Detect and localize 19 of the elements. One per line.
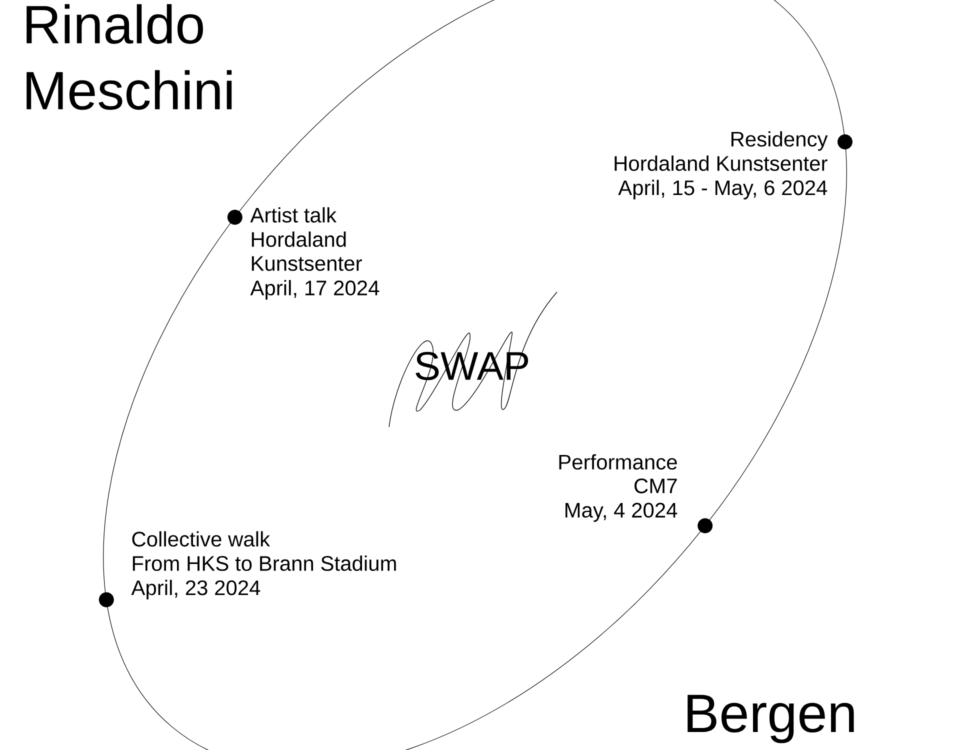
event-text: Collective walk <box>132 531 270 547</box>
person-name: Meschini <box>26 70 232 110</box>
event-dot <box>227 210 242 225</box>
event-text: Artist talk <box>250 207 337 223</box>
event-text: May, 4 2024 <box>566 502 678 522</box>
event-text: Performance <box>559 454 677 470</box>
event-dot <box>698 518 713 534</box>
event-text: April, 15 - May, 6 2024 <box>618 180 828 200</box>
event-text: Hordaland Kunstsenter <box>614 156 828 171</box>
person-name: Rinaldo <box>26 4 203 44</box>
event-text: Hordaland Kunstsenter <box>252 232 362 271</box>
event-text: CM7 <box>634 478 677 494</box>
event-dot <box>98 592 114 608</box>
city-name: Bergen <box>688 694 854 744</box>
event-text: Residency <box>732 131 828 151</box>
event-dot <box>838 134 852 150</box>
event-text: April, 17 2024 <box>250 280 380 300</box>
event-text: From HKS to Brann Stadium <box>132 556 396 571</box>
event-text: April, 23 2024 <box>131 580 260 600</box>
